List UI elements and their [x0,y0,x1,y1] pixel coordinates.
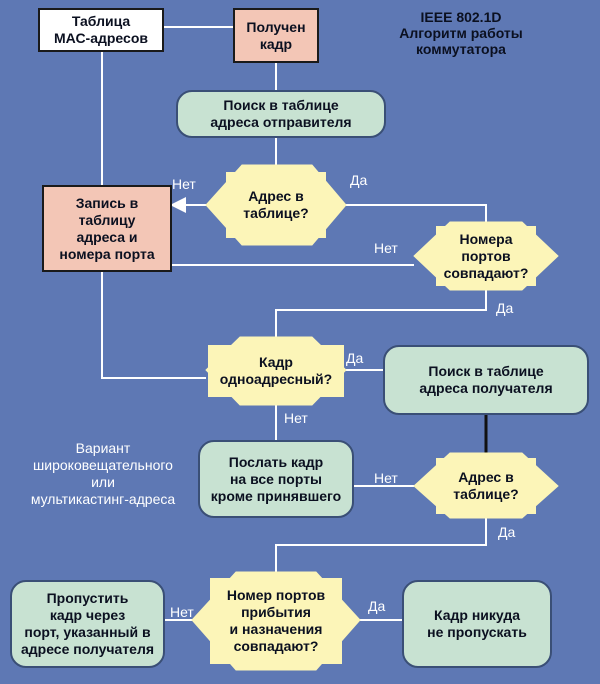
address-in-table-2: Адрес в таблице? [436,458,536,514]
label-yes-1: Да [350,172,368,188]
frame-received-box: Получен кадр [233,8,319,63]
label-no-2: Нет [374,240,398,256]
label-no-5: Нет [170,604,194,620]
diagram-title: IEEE 802.1D Алгоритм работы коммутатора [399,9,523,57]
line-record-to-unicast [101,272,206,379]
line-ports-yes-to-unicast [275,290,487,337]
label-yes-2: Да [496,300,514,316]
mac-table-box: Таблица МАС-адресов [38,8,164,52]
line-decision2-yes-to-ports2 [275,518,487,572]
label-no-3: Нет [284,410,308,426]
label-yes-5: Да [368,598,386,614]
address-in-table-1: Адрес в таблице? [226,172,326,238]
label-no-1: Нет [172,176,196,192]
pass-frame-box: Пропустить кадр через порт, указанный в … [10,580,165,668]
label-no-4: Нет [374,470,398,486]
label-yes-4: Да [498,524,516,540]
ports-arrival-destination-decision: Номер портов прибытия и назначения совпа… [210,578,342,664]
label-yes-3: Да [346,350,364,366]
drop-frame-box: Кадр никуда не пропускать [402,580,552,668]
ports-match-decision: Номера портов совпадают? [436,226,536,286]
search-receiver-box: Поиск в таблице адреса получателя [383,345,589,415]
broadcast-note: Вариант широковещательного или мультикас… [30,440,176,507]
send-all-ports-box: Послать кадр на все порты кроме принявше… [198,440,354,518]
frame-unicast-decision: Кадр одноадресный? [208,345,344,397]
search-sender-box: Поиск в таблице адреса отправителя [176,90,386,138]
record-address-box: Запись в таблицу адреса и номера порта [42,185,172,272]
line-decision1-yes-to-ports [346,204,487,222]
